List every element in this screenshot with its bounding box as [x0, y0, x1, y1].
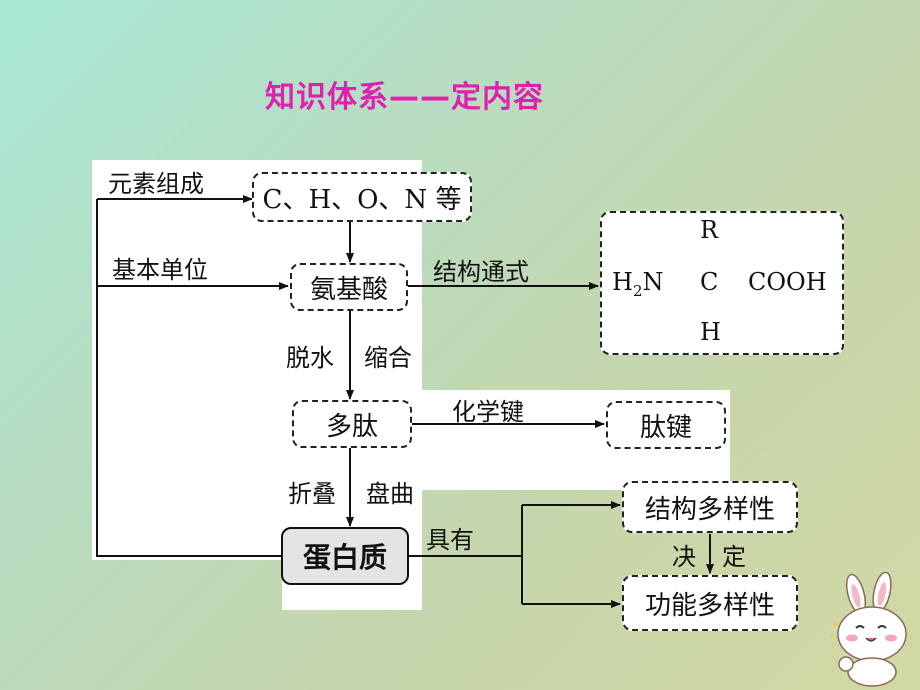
peptide-bond-box: 肽键	[606, 401, 726, 449]
label-folding: 折叠	[288, 480, 336, 508]
amino-n: N	[642, 268, 664, 296]
protein-box: 蛋白质	[281, 527, 409, 585]
loop-line	[96, 199, 281, 557]
label-general-formula: 结构通式	[433, 258, 529, 286]
formula-amino-group: H2N	[612, 268, 663, 300]
label-element-composition: 元素组成	[108, 170, 204, 198]
structural-diversity-box: 结构多样性	[622, 481, 798, 533]
amino-subscript: 2	[632, 281, 643, 300]
functional-diversity-box: 功能多样性	[622, 575, 798, 631]
page-title: 知识体系——定内容	[265, 80, 544, 115]
formula-carbon: C	[700, 268, 719, 296]
label-dehydration: 脱水	[286, 344, 334, 372]
label-coiling: 盘曲	[366, 480, 414, 508]
label-condensation: 缩合	[364, 344, 412, 372]
general-formula-box	[600, 211, 844, 355]
formula-r-group: R	[700, 216, 719, 244]
amino-h: H	[612, 268, 633, 296]
label-determines-2: 定	[722, 543, 746, 571]
polypeptide-box: 多肽	[292, 400, 412, 448]
amino-acid-box: 氨基酸	[290, 263, 408, 311]
elements-box: C、H、O、N 等	[252, 172, 472, 222]
formula-hydrogen: H	[700, 318, 721, 346]
label-determines-1: 决	[672, 543, 696, 571]
formula-carboxyl: COOH	[748, 268, 827, 296]
diagram-panel-left	[92, 160, 288, 560]
bunny-mascot-icon	[830, 572, 907, 687]
label-has: 具有	[426, 526, 474, 554]
label-basic-unit: 基本单位	[112, 256, 208, 284]
label-chemical-bond: 化学键	[452, 398, 524, 426]
